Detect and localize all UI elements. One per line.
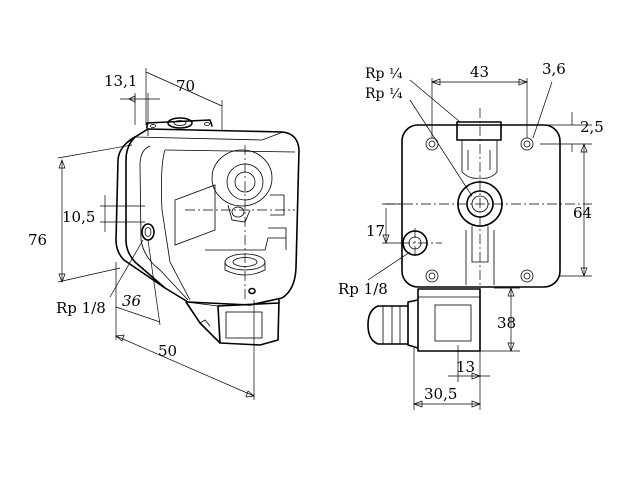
- dim-70: 70: [145, 68, 223, 130]
- dim-38: 38: [480, 287, 520, 352]
- dim-3-6: 3,6: [532, 60, 566, 139]
- bottom-screw: [248, 287, 256, 295]
- dim-label-17: 17: [366, 222, 385, 240]
- dim-label-64: 64: [573, 204, 592, 222]
- dim-label-50: 50: [158, 342, 177, 360]
- dim-label-43: 43: [470, 63, 489, 81]
- rp-1-8-leader-right: Rp 1/8: [338, 251, 411, 298]
- dim-13-1: 13,1: [104, 72, 160, 125]
- label-rp-quarter-2: Rp ¼: [365, 86, 403, 102]
- housing-outline: [115, 128, 300, 306]
- top-fitting-rp-quarter: [456, 121, 502, 179]
- dim-10-5: 10,5: [62, 195, 145, 232]
- dim-50: 50: [115, 300, 255, 400]
- dim-label-38: 38: [497, 314, 516, 332]
- dim-76: 76: [28, 144, 133, 283]
- side-port-rp-1-8: [141, 223, 155, 241]
- dim-label-10-5: 10,5: [62, 208, 95, 226]
- dim-label-2-5: 2,5: [580, 118, 604, 136]
- dim-label-3-6: 3,6: [542, 60, 566, 78]
- dim-2-5: 2,5: [500, 112, 604, 152]
- dim-30-5: 30,5: [413, 348, 481, 410]
- dim-64: 64: [560, 143, 592, 277]
- rp-quarter-leaders: Rp ¼ Rp ¼: [365, 66, 473, 197]
- electrical-connector: [185, 299, 280, 346]
- dim-label-36: 36: [122, 292, 142, 310]
- front-connector: [367, 288, 481, 352]
- corner-screws: [425, 137, 534, 283]
- dim-label-76: 76: [28, 231, 47, 249]
- dim-13: 13: [448, 345, 490, 382]
- centre-port: [457, 181, 503, 285]
- top-port-fitting: [146, 117, 213, 129]
- label-rp-1-8-right: Rp 1/8: [338, 280, 388, 298]
- dim-label-13: 13: [456, 358, 475, 376]
- isometric-view: 13,1 70 10,5 76 Rp 1/8: [28, 68, 300, 400]
- cover-band: [139, 145, 189, 301]
- front-housing: [401, 124, 561, 288]
- dim-36: 36: [115, 239, 161, 340]
- front-view: 43 3,6 2,5 64 17: [338, 60, 604, 410]
- rp-1-8-leader: Rp 1/8: [56, 239, 144, 317]
- top-face-edge: [134, 131, 284, 141]
- internal-mechanism: [174, 145, 295, 300]
- dim-label-30-5: 30,5: [424, 385, 457, 403]
- dim-label-70: 70: [176, 77, 195, 95]
- side-edge: [125, 136, 166, 289]
- dim-17: 17: [366, 203, 402, 244]
- dim-43: 43: [431, 63, 528, 138]
- label-rp-1-8-left: Rp 1/8: [56, 299, 106, 317]
- dim-label-13-1: 13,1: [104, 72, 137, 90]
- label-rp-quarter-1: Rp ¼: [365, 66, 403, 82]
